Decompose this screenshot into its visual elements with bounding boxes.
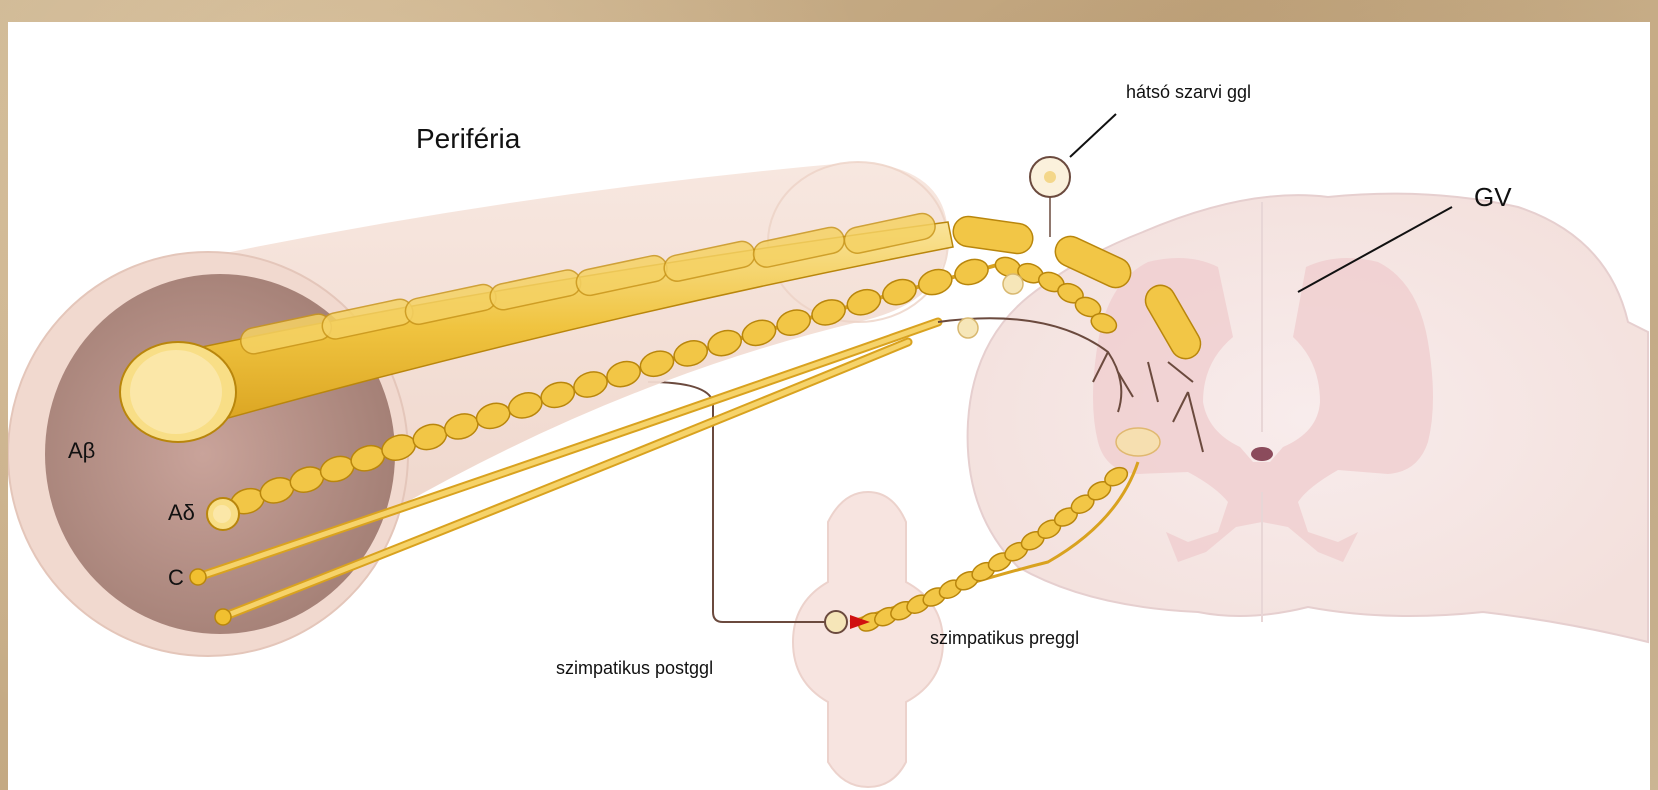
c-label: C — [168, 565, 184, 590]
nerve-diagram: Periféria hátsó szarvi ggl GV Aβ Aδ C sz… — [8, 22, 1650, 790]
diagram-canvas: Periféria hátsó szarvi ggl GV Aβ Aδ C sz… — [8, 22, 1650, 790]
szimpatikus-preggl-label: szimpatikus preggl — [930, 628, 1079, 648]
a-delta-bead — [952, 255, 992, 288]
hatso-szarvi-ggl-label: hátsó szarvi ggl — [1126, 82, 1251, 102]
sympathetic-ganglion — [793, 492, 943, 787]
hatso-szarvi-ggl-leader — [1070, 114, 1116, 157]
postganglionic-cell-body — [825, 611, 847, 633]
dorsal-root-ganglion-cell — [1030, 157, 1070, 237]
a-beta-label: Aβ — [68, 438, 95, 463]
root-myelin-segment — [951, 215, 1034, 256]
gv-label: GV — [1474, 182, 1512, 212]
szimpatikus-postggl-label: szimpatikus postggl — [556, 658, 713, 678]
a-delta-label: Aδ — [168, 500, 195, 525]
periferia-label: Periféria — [416, 123, 521, 154]
